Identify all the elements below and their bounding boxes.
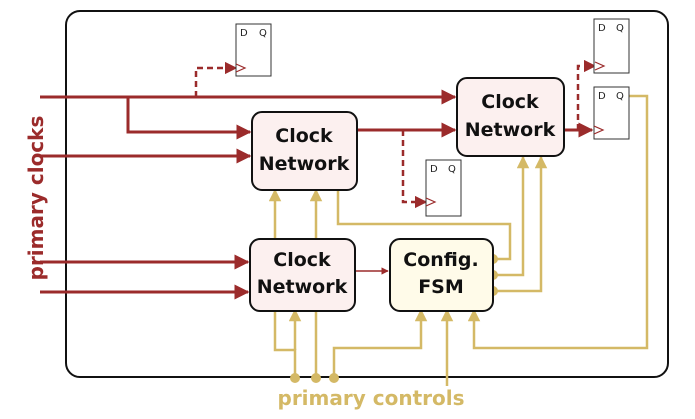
flipflop-2: D Q xyxy=(593,18,630,74)
flipflop-4: D Q xyxy=(425,159,462,217)
ff-d-label: D xyxy=(598,91,606,102)
primary-clocks-label: primary clocks xyxy=(24,116,48,281)
block-label-line1: Config. xyxy=(403,249,478,271)
config-fsm-block: Config. FSM xyxy=(389,238,494,312)
block-label-line1: Clock xyxy=(275,125,333,147)
flipflop-1: D Q xyxy=(235,23,272,77)
dashed-clock-taps xyxy=(194,59,597,209)
clock-network-block-bottom: Clock Network xyxy=(249,238,356,312)
block-label-line2: Network xyxy=(465,119,556,141)
clock-network-block-top-right: Clock Network xyxy=(456,77,565,157)
primary-controls-label: primary controls xyxy=(278,386,465,410)
ff-q-label: Q xyxy=(616,23,624,34)
clock-wires xyxy=(40,89,594,300)
clock-network-block-middle: Clock Network xyxy=(251,111,358,191)
ff-d-label: D xyxy=(430,164,438,175)
block-label-line2: Network xyxy=(259,153,350,175)
ff-d-label: D xyxy=(598,23,606,34)
ff-q-label: Q xyxy=(616,91,624,102)
block-label-line1: Clock xyxy=(273,249,331,271)
ff-q-label: Q xyxy=(448,164,456,175)
chip-boundary xyxy=(65,10,669,378)
ff-d-label: D xyxy=(240,28,248,39)
block-label-line1: Clock xyxy=(481,91,539,113)
ff-q-label: Q xyxy=(259,28,267,39)
flipflop-3: D Q xyxy=(593,86,630,140)
block-label-line2: Network xyxy=(257,276,348,298)
block-label-line2: FSM xyxy=(418,276,464,298)
